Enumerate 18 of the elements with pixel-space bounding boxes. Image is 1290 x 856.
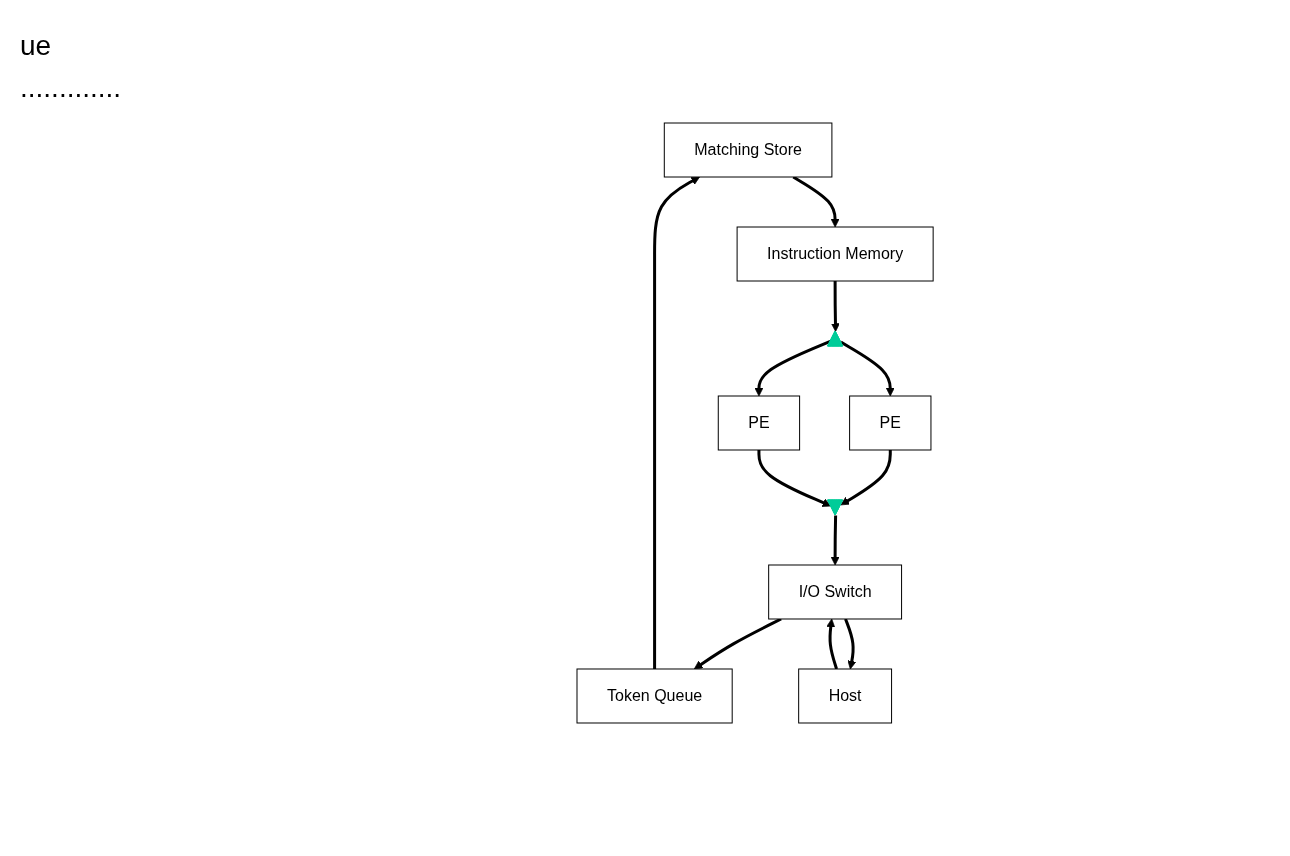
node-box: Instruction Memory [736,226,934,282]
arrow [831,281,840,332]
arrow [826,618,838,670]
arrow [757,450,832,507]
node-box: PE [849,395,932,451]
arrow [754,339,832,397]
note-text: ue [20,30,53,62]
arrow [844,618,857,670]
arrow [840,340,895,397]
node-box: Host [798,668,892,724]
arrow [830,515,840,566]
note-text: ............. [20,72,123,104]
node-box: Token Queue [576,668,733,724]
node-box: PE [717,395,801,451]
node-box: I/O Switch [768,564,902,620]
arrow [653,176,700,669]
arrow [840,450,892,506]
node-box: Matching Store [663,122,833,178]
